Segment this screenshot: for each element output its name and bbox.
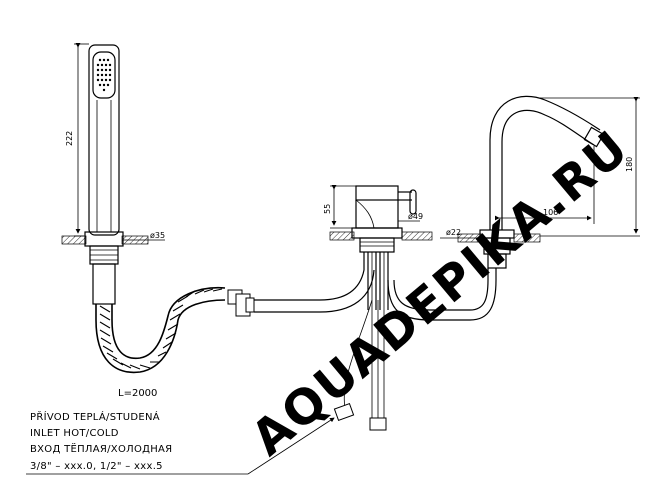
- note-line-3: ВХОД ТЁПЛАЯ/ХОЛОДНАЯ: [30, 442, 172, 455]
- dim-spout-diameter: ø22: [446, 228, 461, 237]
- dim-mixer-height: 55: [323, 204, 332, 214]
- mixer-body: [329, 185, 433, 418]
- dimension-222: 222: [65, 43, 89, 237]
- dimension-106: 106: [495, 146, 595, 224]
- dimension-49: ø49: [398, 212, 423, 222]
- note-line-2: INLET HOT/COLD: [30, 428, 119, 439]
- dim-mixer-diameter: ø49: [408, 212, 423, 221]
- inlet-note: PŘÍVOD TEPLÁ/STUDENÁ INLET HOT/COLD ВХОД…: [26, 410, 335, 475]
- shower-hose: L=2000: [95, 286, 255, 399]
- dim-spout-reach: 106: [543, 208, 558, 217]
- dimension-180: 180: [540, 97, 640, 237]
- dimension-35: ø35: [123, 231, 165, 241]
- note-line-1: PŘÍVOD TEPLÁ/STUDENÁ: [30, 410, 160, 423]
- note-line-4: 3/8" – xxx.0, 1/2" – xxx.5: [30, 461, 163, 472]
- dim-hand-shower-diameter: ø35: [150, 231, 165, 240]
- inlet-hose-ends: [333, 299, 387, 431]
- dimension-22: ø22: [440, 228, 480, 239]
- hand-shower: [61, 44, 149, 305]
- hose-length-label: L=2000: [118, 388, 157, 399]
- dim-hand-shower-height: 222: [65, 131, 74, 146]
- dim-spout-height: 180: [625, 157, 634, 172]
- shower-head-nozzles: [96, 58, 112, 92]
- watermark: AQUADEPIKA.RU: [241, 119, 640, 466]
- dimension-55: 55: [323, 185, 356, 229]
